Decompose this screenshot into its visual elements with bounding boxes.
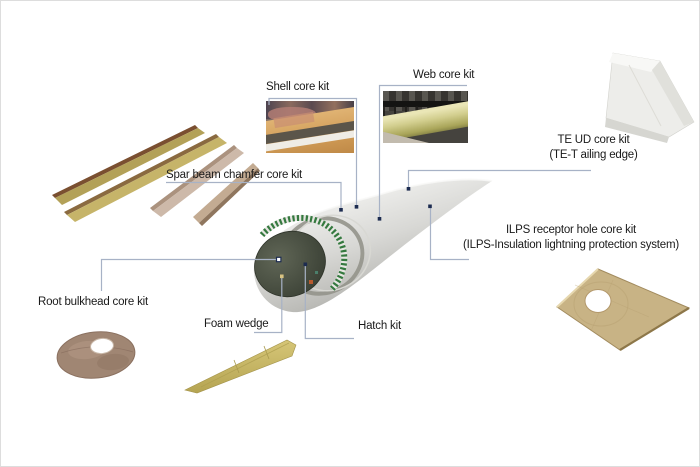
- te-ud-anchor-dot: [406, 187, 411, 191]
- label-te-ud-line1: TE UD core kit: [557, 134, 630, 146]
- leader-lines: [100, 84, 591, 340]
- label-ilps-receptor-hole-core-kit: ILPS receptor hole core kit (ILPS-Insula…: [426, 223, 699, 252]
- web-anchor-dot: [377, 217, 382, 221]
- root-bulkhead-leader-line: [100, 258, 276, 291]
- ilps-leader-line: [429, 208, 469, 261]
- spar-anchor-dot: [339, 208, 343, 212]
- foam-wedge-anchor-dot: [280, 274, 284, 279]
- foam-wedge-image: [184, 339, 297, 394]
- spar-leader-line: [166, 181, 342, 208]
- spar-beam-chamfer-planks-image: [52, 125, 260, 226]
- web-frame-leader-line: [378, 84, 467, 217]
- root-detail-orange: [309, 280, 313, 284]
- root-face: [254, 230, 326, 298]
- ilps-receptor-plate-image: [556, 268, 691, 351]
- te-ud-leader-line: [407, 169, 591, 187]
- label-spar-beam-chamfer-core-kit: Spar beam chamfer core kit: [166, 169, 303, 181]
- foam-wedge-leader-line: [254, 278, 283, 334]
- label-ilps-line1: ILPS receptor hole core kit: [505, 224, 637, 236]
- root-bulkhead-anchor-dot: [275, 256, 282, 263]
- label-te-ud-core-kit: TE UD core kit (TE-T ailing edge): [506, 133, 681, 162]
- railing: [383, 101, 468, 107]
- hatch-leader-line: [304, 266, 354, 340]
- shell-frame-leader-line: [268, 97, 358, 205]
- label-foam-wedge: Foam wedge: [204, 318, 269, 330]
- root-serration-base: [259, 214, 348, 292]
- shell-anchor-dot: [354, 205, 359, 209]
- root-detail-teal: [315, 271, 318, 274]
- ilps-anchor-dot: [428, 204, 432, 209]
- blade-top-highlight: [297, 178, 493, 223]
- label-root-bulkhead-core-kit: Root bulkhead core kit: [38, 296, 149, 308]
- label-hatch-kit: Hatch kit: [358, 320, 401, 332]
- label-web-core-kit: Web core kit: [413, 69, 475, 81]
- shell-core-kit-photo: [266, 101, 354, 153]
- label-shell-core-kit: Shell core kit: [266, 81, 330, 93]
- blade-illustration: [253, 178, 493, 313]
- leader-dots: [275, 187, 432, 279]
- label-ilps-line2: (ILPS-Insulation lightning protection sy…: [463, 238, 679, 251]
- web-core-kit-photo: [383, 91, 468, 143]
- hatch-anchor-dot: [303, 262, 308, 267]
- root-bulkhead-disc-image: [56, 331, 136, 379]
- te-ud-core-image: [605, 52, 695, 143]
- label-te-ud-line2: (TE-T ailing edge): [549, 148, 638, 161]
